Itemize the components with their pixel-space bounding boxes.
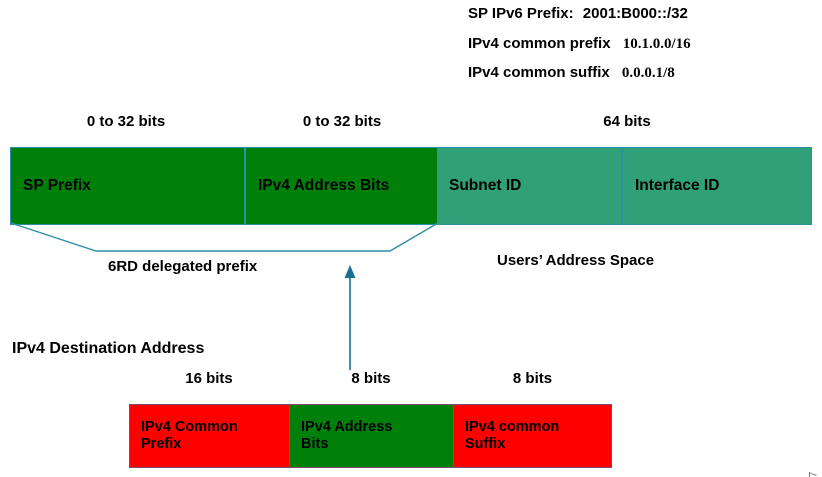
ipv6-segment-label: Subnet ID (449, 177, 522, 194)
ipv6-address-bar: SP Prefix IPv4 Address Bits Subnet ID In… (10, 147, 812, 225)
figure-id-watermark: 208777 (808, 471, 820, 477)
legend-label-ipv4-common-suffix: IPv4 common suffix (468, 64, 610, 81)
ipv6-segment-ipv4-address-bits[interactable]: IPv4 Address Bits (246, 148, 437, 224)
legend-line-ipv4-common-prefix: IPv4 common prefix 10.1.0.0/16 (468, 35, 691, 53)
ipv6-segment-label: Interface ID (635, 177, 720, 194)
ipv4-segment-address-bits[interactable]: IPv4 Address Bits (290, 405, 454, 467)
ipv4-segment-label: IPv4 Address Bits (301, 418, 393, 452)
ipv6-segment-sp-prefix[interactable]: SP Prefix (11, 148, 246, 224)
legend-line-ipv4-common-suffix: IPv4 common suffix 0.0.0.1/8 (468, 64, 675, 82)
legend-label-ipv4-common-prefix: IPv4 common prefix (468, 35, 611, 52)
ruler-ipv4-address-bits: 0 to 32 bits (252, 111, 432, 134)
caption-users-address-space: Users’ Address Space (497, 252, 655, 269)
legend-value-ipv4-common-prefix: 10.1.0.0/16 (622, 36, 691, 52)
ipv4-address-bar: IPv4 Common Prefix IPv4 Address Bits IPv… (129, 404, 612, 468)
ipv6-segment-label: IPv4 Address Bits (258, 177, 390, 194)
legend-line-sp-ipv6-prefix: SP IPv6 Prefix: 2001:B000::/32 (468, 5, 688, 22)
bit-label-ipv4-common-suffix: 8 bits (512, 370, 553, 387)
delegated-prefix-bracket (10, 222, 439, 252)
ipv6-segment-label: SP Prefix (23, 177, 91, 194)
ipv4-segment-label: IPv4 Common Prefix (141, 418, 238, 452)
label-ipv4-destination-address: IPv4 Destination Address (12, 340, 205, 357)
bit-label-ipv4-address-bits: 8 bits (351, 370, 391, 387)
ipv4-segment-common-suffix[interactable]: IPv4 common Suffix (454, 405, 611, 467)
bracket-outline (10, 222, 439, 252)
caption-delegated-prefix: 6RD delegated prefix (108, 258, 258, 275)
legend-value-ipv4-common-suffix: 0.0.0.1/8 (621, 65, 675, 81)
bit-label-ipv4-common-prefix: 16 bits (185, 370, 233, 387)
ruler-label-ipv4-address-bits: 0 to 32 bits (252, 111, 432, 133)
ipv6-segment-interface-id[interactable]: Interface ID (623, 148, 811, 224)
legend-label-sp-ipv6-prefix: SP IPv6 Prefix: (468, 5, 574, 22)
arrow-up-icon (344, 265, 356, 278)
legend-value-sp-ipv6-prefix: 2001:B000::/32 (582, 5, 688, 22)
ipv4-segment-common-prefix[interactable]: IPv4 Common Prefix (130, 405, 290, 467)
connector-arrow-up (344, 265, 356, 370)
ipv6-segment-subnet-id[interactable]: Subnet ID (437, 148, 623, 224)
ruler-sp-prefix: 0 to 32 bits (12, 111, 240, 134)
ruler-user-space: 64 bits (442, 111, 812, 134)
ruler-label-user-space: 64 bits (442, 111, 812, 133)
ipv4-segment-label: IPv4 common Suffix (465, 418, 560, 452)
ruler-label-sp-prefix: 0 to 32 bits (12, 111, 240, 133)
